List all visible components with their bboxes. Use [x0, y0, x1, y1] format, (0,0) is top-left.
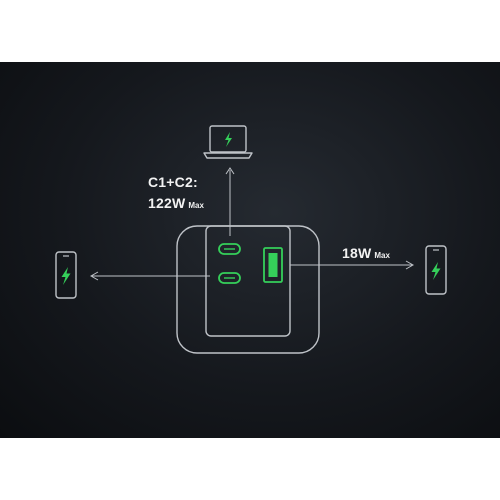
phone-icon	[55, 251, 77, 299]
combined-power-value: 122W	[148, 195, 186, 211]
connector-arrow-left	[89, 271, 210, 281]
charging-bolt-icon	[431, 262, 441, 280]
usb-a-power-value: 18W	[342, 245, 372, 261]
laptop-icon	[203, 125, 253, 159]
usb-a-power-suffix: Max	[374, 251, 390, 260]
combined-power-suffix: Max	[188, 201, 204, 210]
usb-c-port-icon	[218, 272, 241, 284]
connector-arrow-laptop	[225, 167, 235, 236]
phone-icon	[425, 245, 447, 295]
usb-a-port-icon	[263, 247, 283, 283]
combined-ports-text: C1+C2:	[148, 174, 198, 190]
connector-arrow-right	[290, 260, 415, 270]
charging-diagram	[55, 125, 447, 354]
charger-icon	[176, 225, 320, 354]
charging-bolt-icon	[225, 132, 232, 147]
charging-bolt-icon	[61, 267, 71, 285]
usb-c-port-icon	[218, 243, 241, 255]
